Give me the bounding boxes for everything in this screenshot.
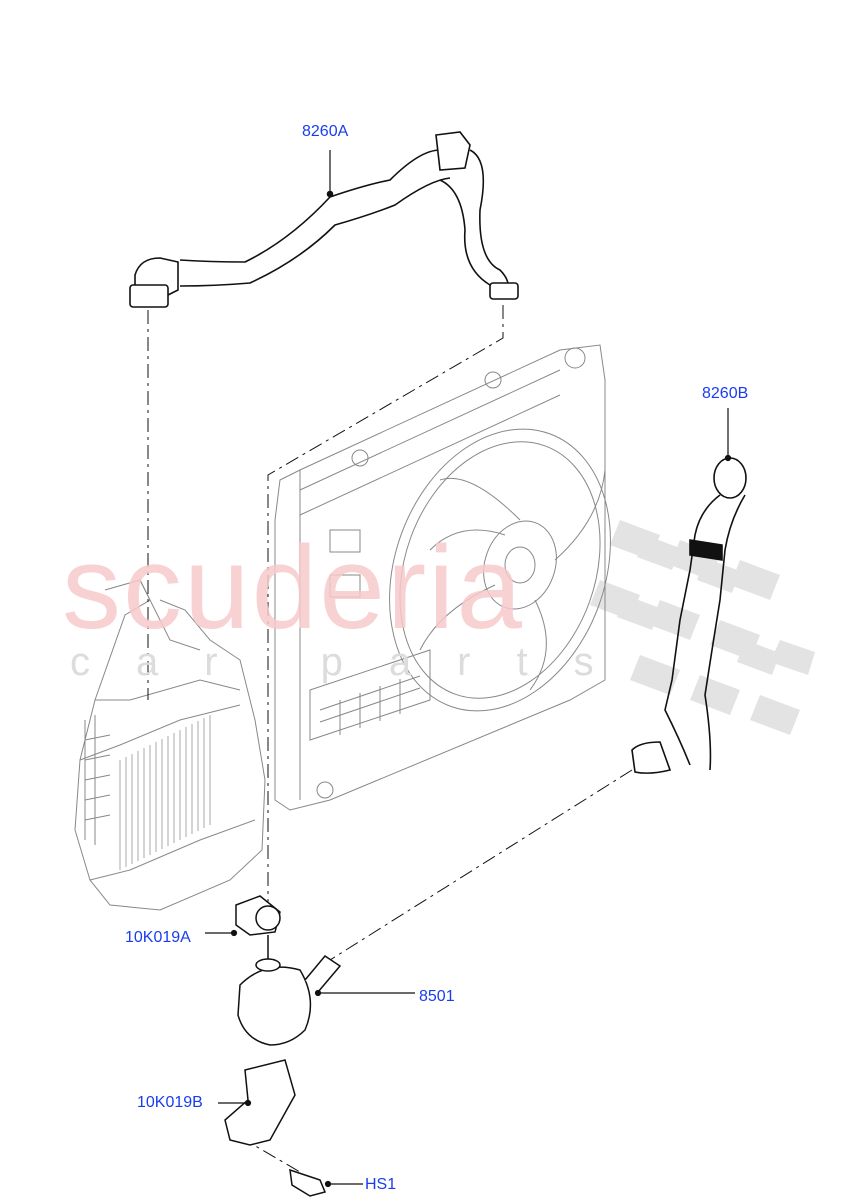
callout-8501[interactable]: 8501 — [419, 988, 455, 1005]
radiator-fan-assembly — [274, 344, 611, 811]
callout-hs1[interactable]: HS1 — [365, 1176, 397, 1193]
hose-8260a — [129, 131, 519, 308]
pump-8501 — [224, 895, 342, 1197]
leader-lines — [205, 150, 732, 1188]
callout-10k019b[interactable]: 10K019B — [137, 1094, 203, 1111]
assembly-lines — [147, 305, 633, 1173]
checkered-flag-watermark — [590, 520, 815, 735]
callout-8260b[interactable]: 8260B — [702, 385, 749, 402]
intercooler-duct — [74, 579, 266, 911]
callout-8260a[interactable]: 8260A — [302, 123, 349, 140]
callout-10k019a[interactable]: 10K019A — [125, 929, 191, 946]
